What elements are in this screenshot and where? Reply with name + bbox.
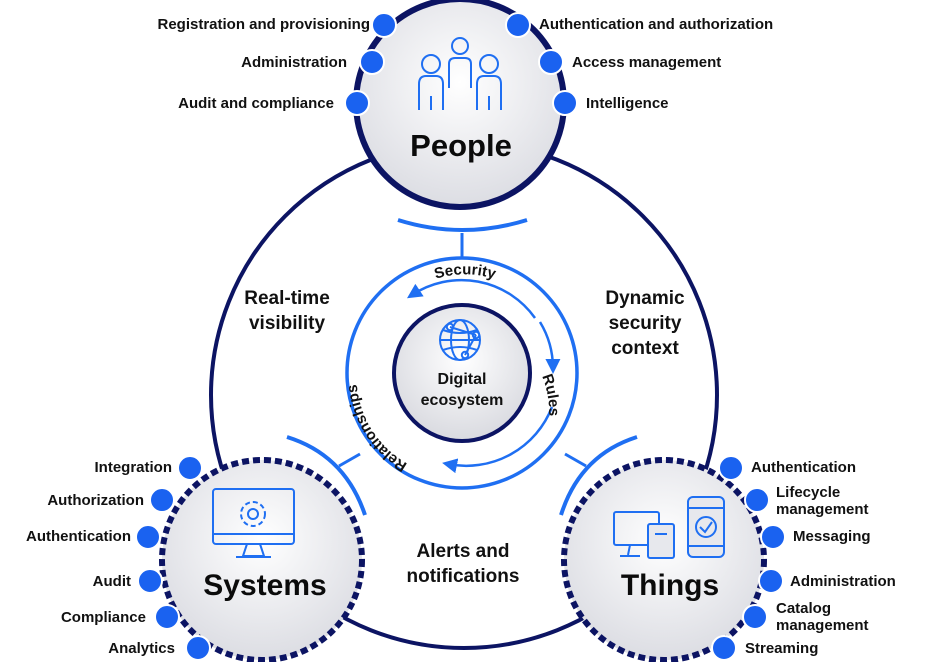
things-dot-4: [758, 568, 784, 594]
label-alerts-notifications: Alerts and notifications: [378, 539, 548, 589]
center-title-line: ecosystem: [420, 392, 504, 409]
systems-dots: [135, 455, 211, 661]
things-item-2: Lifecycle management: [776, 484, 869, 518]
systems-dot-6: [185, 635, 211, 661]
things-dot-6: [711, 635, 737, 661]
people-arc: [397, 218, 528, 232]
monitor-gear-icon: [212, 488, 295, 558]
people-dot-3: [344, 90, 370, 116]
things-dot-2: [744, 487, 770, 513]
things-hub: [561, 457, 767, 662]
systems-item-4: Audit: [92, 573, 131, 590]
things-dots: [711, 455, 786, 661]
things-title: Things: [620, 569, 720, 602]
center-title-line: Digital: [437, 371, 487, 388]
center-title: Digital ecosystem: [402, 369, 522, 411]
cycle-label-security: Security: [432, 261, 498, 283]
systems-dot-1: [177, 455, 203, 481]
systems-item-3: Authentication: [26, 528, 131, 545]
things-item-6: Streaming: [745, 640, 819, 657]
people-dot-6: [552, 90, 578, 116]
globe-network-icon: [439, 319, 481, 361]
people-dot-1: [371, 12, 397, 38]
systems-item-5: Compliance: [60, 609, 146, 626]
label-line: notifications: [406, 566, 520, 587]
devices-icon: [613, 496, 725, 559]
label-line: visibility: [248, 313, 326, 334]
people-item-right-1: Authentication and authorization: [539, 16, 774, 33]
systems-dot-2: [149, 487, 175, 513]
things-item-1: Authentication: [751, 459, 856, 476]
things-dot-3: [760, 524, 786, 550]
people-dot-2: [359, 49, 385, 75]
people-item-left-2: Administration: [241, 54, 347, 71]
things-item-4: Administration: [790, 573, 896, 590]
people-item-right-2: Access management: [572, 54, 722, 71]
systems-item-1: Integration: [94, 459, 173, 476]
people-dot-5: [538, 49, 564, 75]
svg-text:Security: Security: [432, 261, 498, 283]
things-item-5: Catalog management: [776, 600, 869, 634]
systems-dot-5: [154, 604, 180, 630]
connector-things: [564, 452, 587, 468]
label-line: Dynamic: [605, 288, 685, 309]
label-line: Alerts and: [416, 541, 510, 562]
people-item-left-1: Registration and provisioning: [157, 16, 370, 33]
connector-systems: [338, 452, 361, 468]
systems-dot-3: [135, 524, 161, 550]
people-item-right-3: Intelligence: [586, 95, 669, 112]
label-line: Real-time: [244, 288, 330, 309]
label-dynamic-security-context: Dynamic security context: [575, 286, 715, 361]
systems-item-6: Analytics: [108, 640, 175, 657]
things-dot-1: [718, 455, 744, 481]
things-item-3: Messaging: [793, 528, 871, 545]
people-dot-4: [505, 12, 531, 38]
people-title: People: [410, 128, 512, 163]
people-item-left-3: Audit and compliance: [178, 95, 334, 112]
systems-title: Systems: [203, 569, 327, 602]
people-dots: [344, 12, 578, 116]
core-circle: [392, 303, 532, 443]
systems-dot-4: [137, 568, 163, 594]
cycle-arrow-right: [538, 321, 561, 374]
people-group-icon: [418, 37, 502, 110]
cycle-arrow-bottom: [442, 406, 554, 474]
cycle-arrow-top: [406, 278, 537, 319]
things-arc: [559, 435, 638, 516]
label-line: context: [611, 338, 679, 359]
label-line: security: [608, 313, 682, 334]
label-real-time-visibility: Real-time visibility: [222, 286, 352, 336]
systems-item-2: Authorization: [47, 492, 144, 509]
things-dot-5: [742, 604, 768, 630]
systems-arc: [286, 435, 367, 516]
